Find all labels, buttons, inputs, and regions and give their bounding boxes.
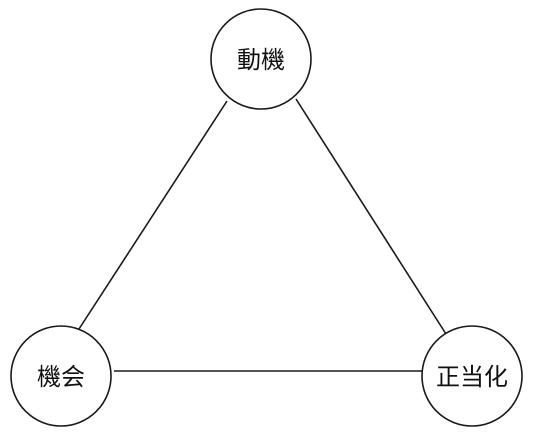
edge-top-right [295, 98, 447, 335]
node-right-circle [421, 325, 523, 427]
node-top: 動機 [210, 8, 312, 110]
node-top-circle [210, 8, 312, 110]
node-left-circle [10, 325, 112, 427]
node-top-label: 動機 [237, 46, 285, 74]
node-right-label: 正当化 [436, 363, 508, 391]
node-right: 正当化 [421, 325, 523, 427]
edge-top-left [78, 100, 228, 330]
node-left-label: 機会 [37, 363, 85, 391]
node-left: 機会 [10, 325, 112, 427]
